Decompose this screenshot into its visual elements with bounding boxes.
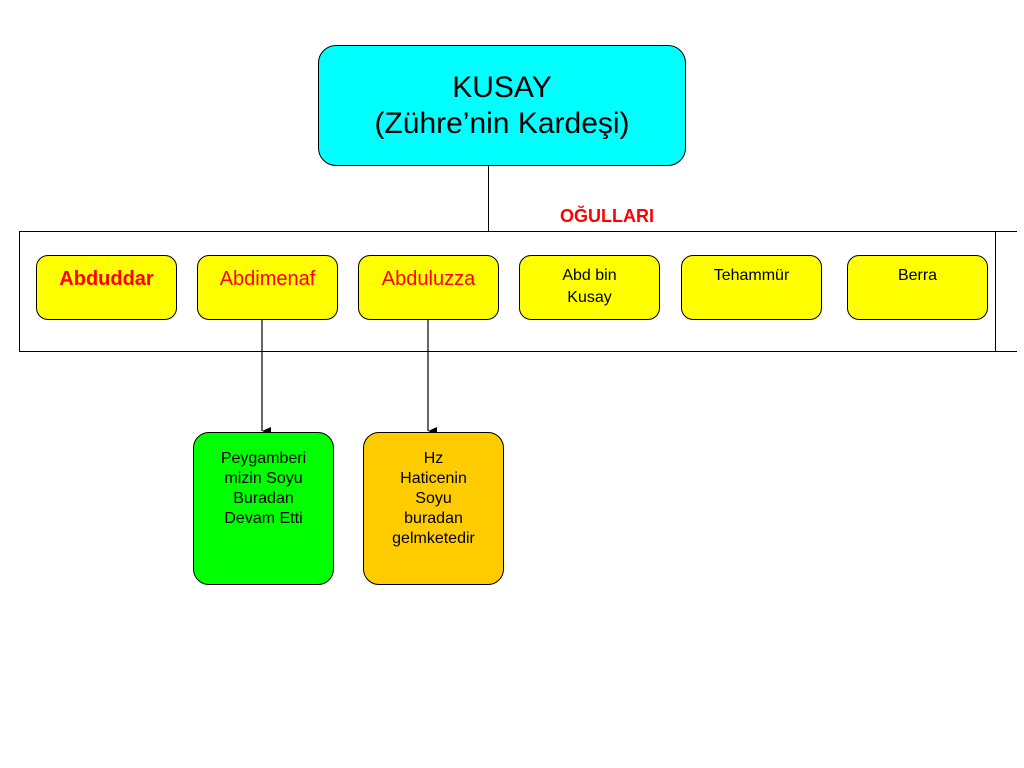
son-name: Abduddar [59,268,154,290]
note-line: Peygamberi [220,450,307,467]
note-line: mizin Soyu [224,470,303,487]
son-node-abduddar: Abduddar [36,255,177,320]
son-name: Berra [897,267,938,284]
son-node-berra: Berra [847,255,988,320]
note-line: Devam Etti [224,510,303,527]
note-line: gelmketedir [392,530,475,547]
son-name: Abdimenaf [219,268,316,290]
son-node-abduluzza: Abduluzza [358,255,499,320]
note-line: buradan [404,510,463,527]
root-subtitle: (Zühre’nin Kardeşi) [374,106,630,140]
note-line: Hz [423,450,444,467]
note-line: Buradan [233,490,294,507]
root-connector-line [488,166,489,231]
root-name: KUSAY [452,70,552,104]
note-hatice-lineage: Hz Haticenin Soyu buradan gelmketedir [363,432,504,585]
note-line: Soyu [415,490,452,507]
son-name: Abduluzza [381,268,476,290]
son-node-abdimenaf: Abdimenaf [197,255,338,320]
son-name-line2: Kusay [567,289,612,306]
note-line: Haticenin [400,470,467,487]
son-name: Tehammür [713,267,790,284]
sons-group-label: OĞULLARI [560,206,654,226]
sons-group-frame-right-edge [995,231,996,352]
son-node-tehammur: Tehammür [681,255,822,320]
root-node-kusay: KUSAY (Zühre’nin Kardeşi) [318,45,686,166]
sons-group-frame [19,231,1017,352]
son-node-abd-bin-kusay: Abd bin Kusay [519,255,660,320]
note-prophet-lineage: Peygamberi mizin Soyu Buradan Devam Etti [193,432,334,585]
son-name-line1: Abd bin [562,267,617,284]
